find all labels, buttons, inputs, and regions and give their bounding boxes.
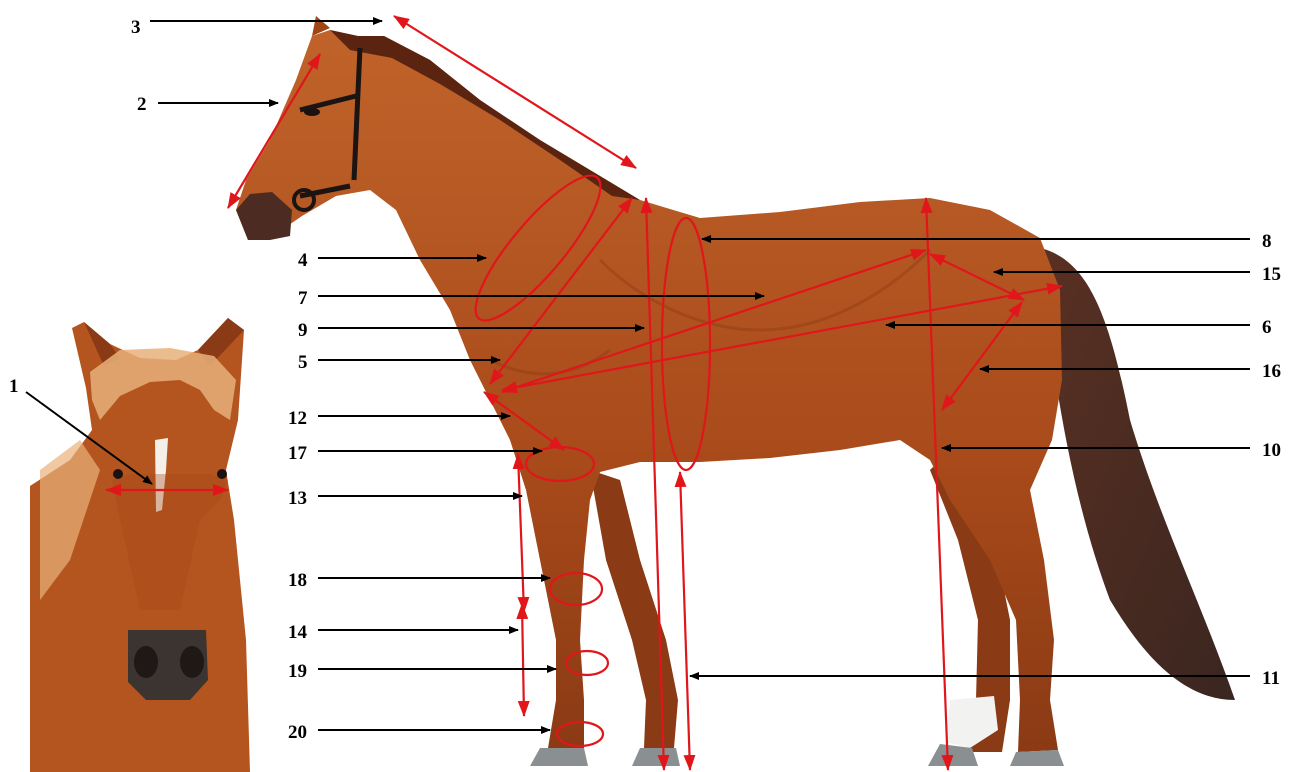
front-view-horse-head [30, 318, 250, 772]
label-1: 1 [9, 376, 19, 397]
label-9: 9 [298, 320, 308, 341]
label-14: 14 [288, 622, 308, 643]
label-5: 5 [298, 352, 308, 373]
label-2: 2 [137, 94, 147, 115]
label-12: 12 [288, 408, 307, 429]
label-11: 11 [1262, 668, 1280, 689]
label-7: 7 [298, 288, 308, 309]
label-8: 8 [1262, 231, 1272, 252]
label-4: 4 [298, 250, 308, 271]
label-17: 17 [288, 443, 308, 464]
side-view-horse [236, 16, 1235, 766]
label-19: 19 [288, 661, 307, 682]
chest-depth-line [680, 472, 690, 770]
label-18: 18 [288, 570, 307, 591]
label-10: 10 [1262, 440, 1281, 461]
label-16: 16 [1262, 361, 1281, 382]
label-13: 13 [288, 488, 307, 509]
label-6: 6 [1262, 317, 1272, 338]
label-3: 3 [131, 17, 141, 38]
cannon-line [522, 604, 524, 716]
label-20: 20 [288, 722, 307, 743]
label-15: 15 [1262, 264, 1281, 285]
